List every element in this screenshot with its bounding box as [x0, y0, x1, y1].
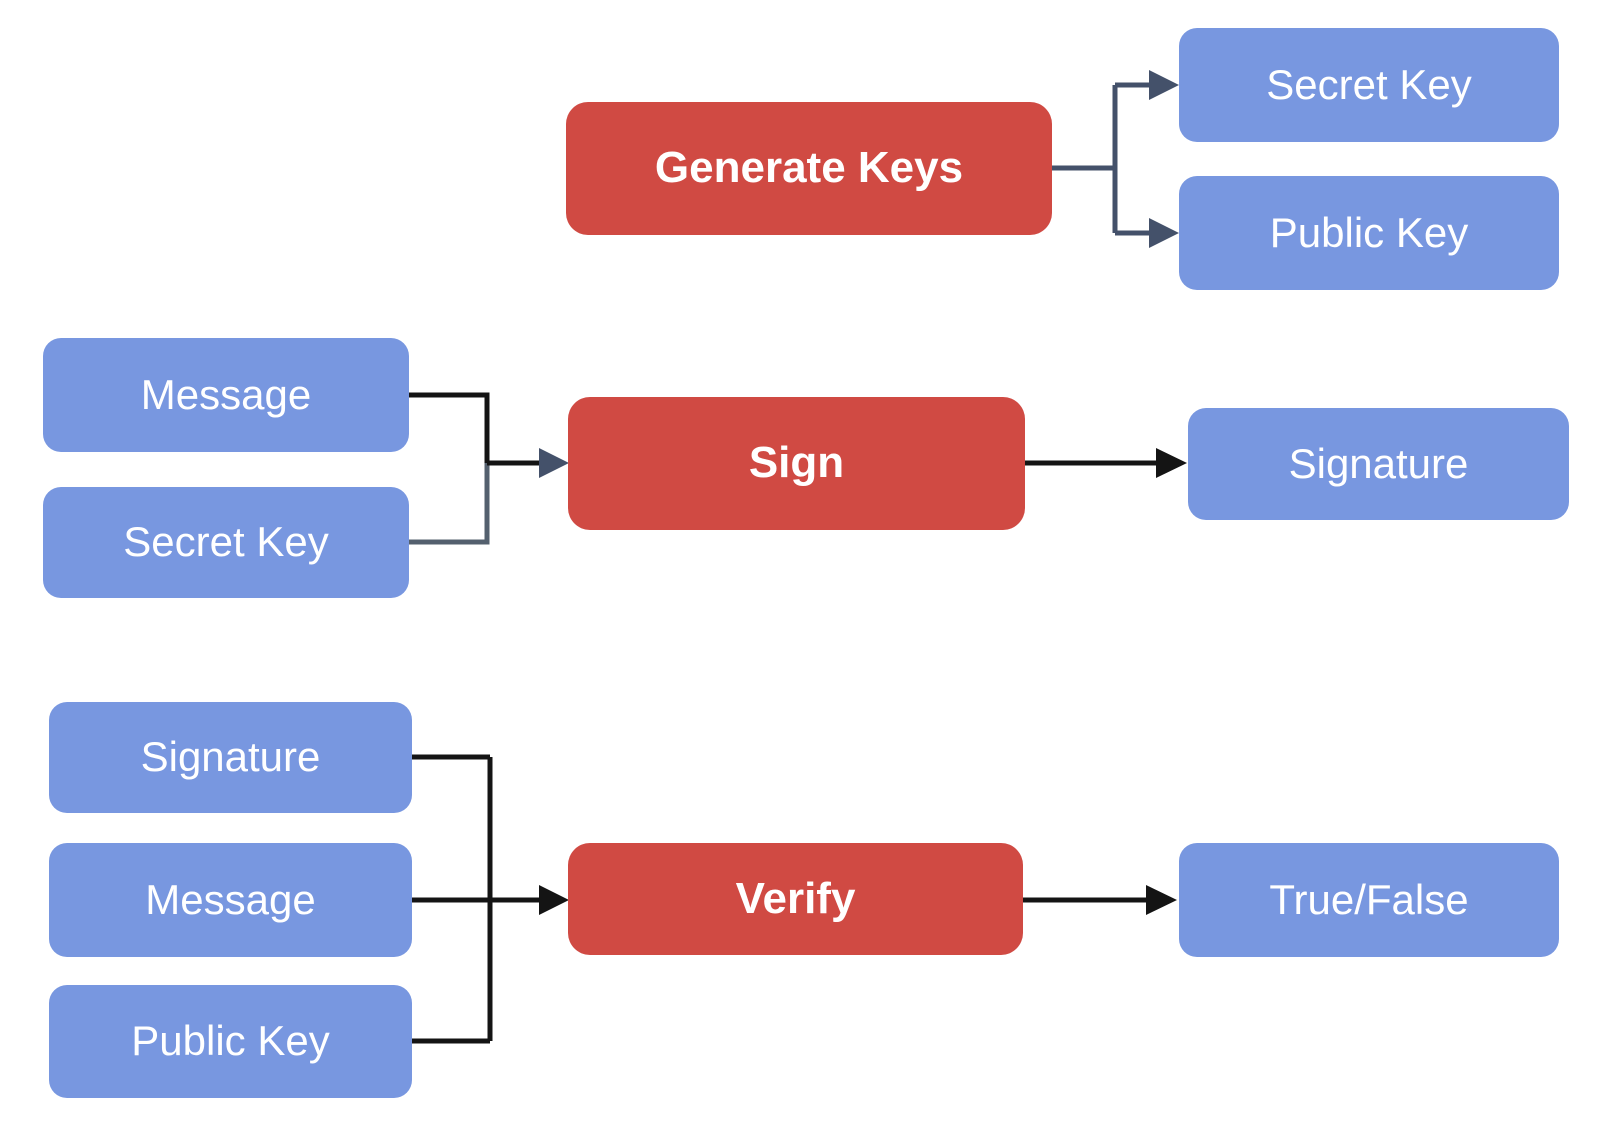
- arrowhead-sign: [539, 448, 569, 478]
- sign-input-message-box: Message: [43, 338, 409, 452]
- arrowhead-public-key: [1149, 218, 1179, 248]
- verify-input-signature-box: Signature: [49, 702, 412, 813]
- verify-input-public-key-box: Public Key: [49, 985, 412, 1098]
- arrowhead-truefalse: [1146, 885, 1177, 915]
- sign-box: Sign: [568, 397, 1025, 530]
- signature-output-box: Signature: [1188, 408, 1569, 520]
- generate-keys-connectors: [1052, 82, 1150, 236]
- sign-input-secret-key-box: Secret Key: [43, 487, 409, 598]
- arrowhead-secret-key: [1149, 70, 1179, 100]
- arrowhead-verify: [539, 885, 569, 915]
- true-false-output-box: True/False: [1179, 843, 1559, 957]
- secret-key-to-sign-line: [409, 463, 490, 545]
- generate-keys-box: Generate Keys: [566, 102, 1052, 235]
- arrowhead-signature: [1156, 448, 1187, 478]
- verify-input-connectors: [412, 754, 542, 1044]
- secret-key-output-box: Secret Key: [1179, 28, 1559, 142]
- verify-input-message-box: Message: [49, 843, 412, 957]
- message-to-sign-line: [409, 392, 490, 463]
- public-key-output-box: Public Key: [1179, 176, 1559, 290]
- verify-box: Verify: [568, 843, 1023, 955]
